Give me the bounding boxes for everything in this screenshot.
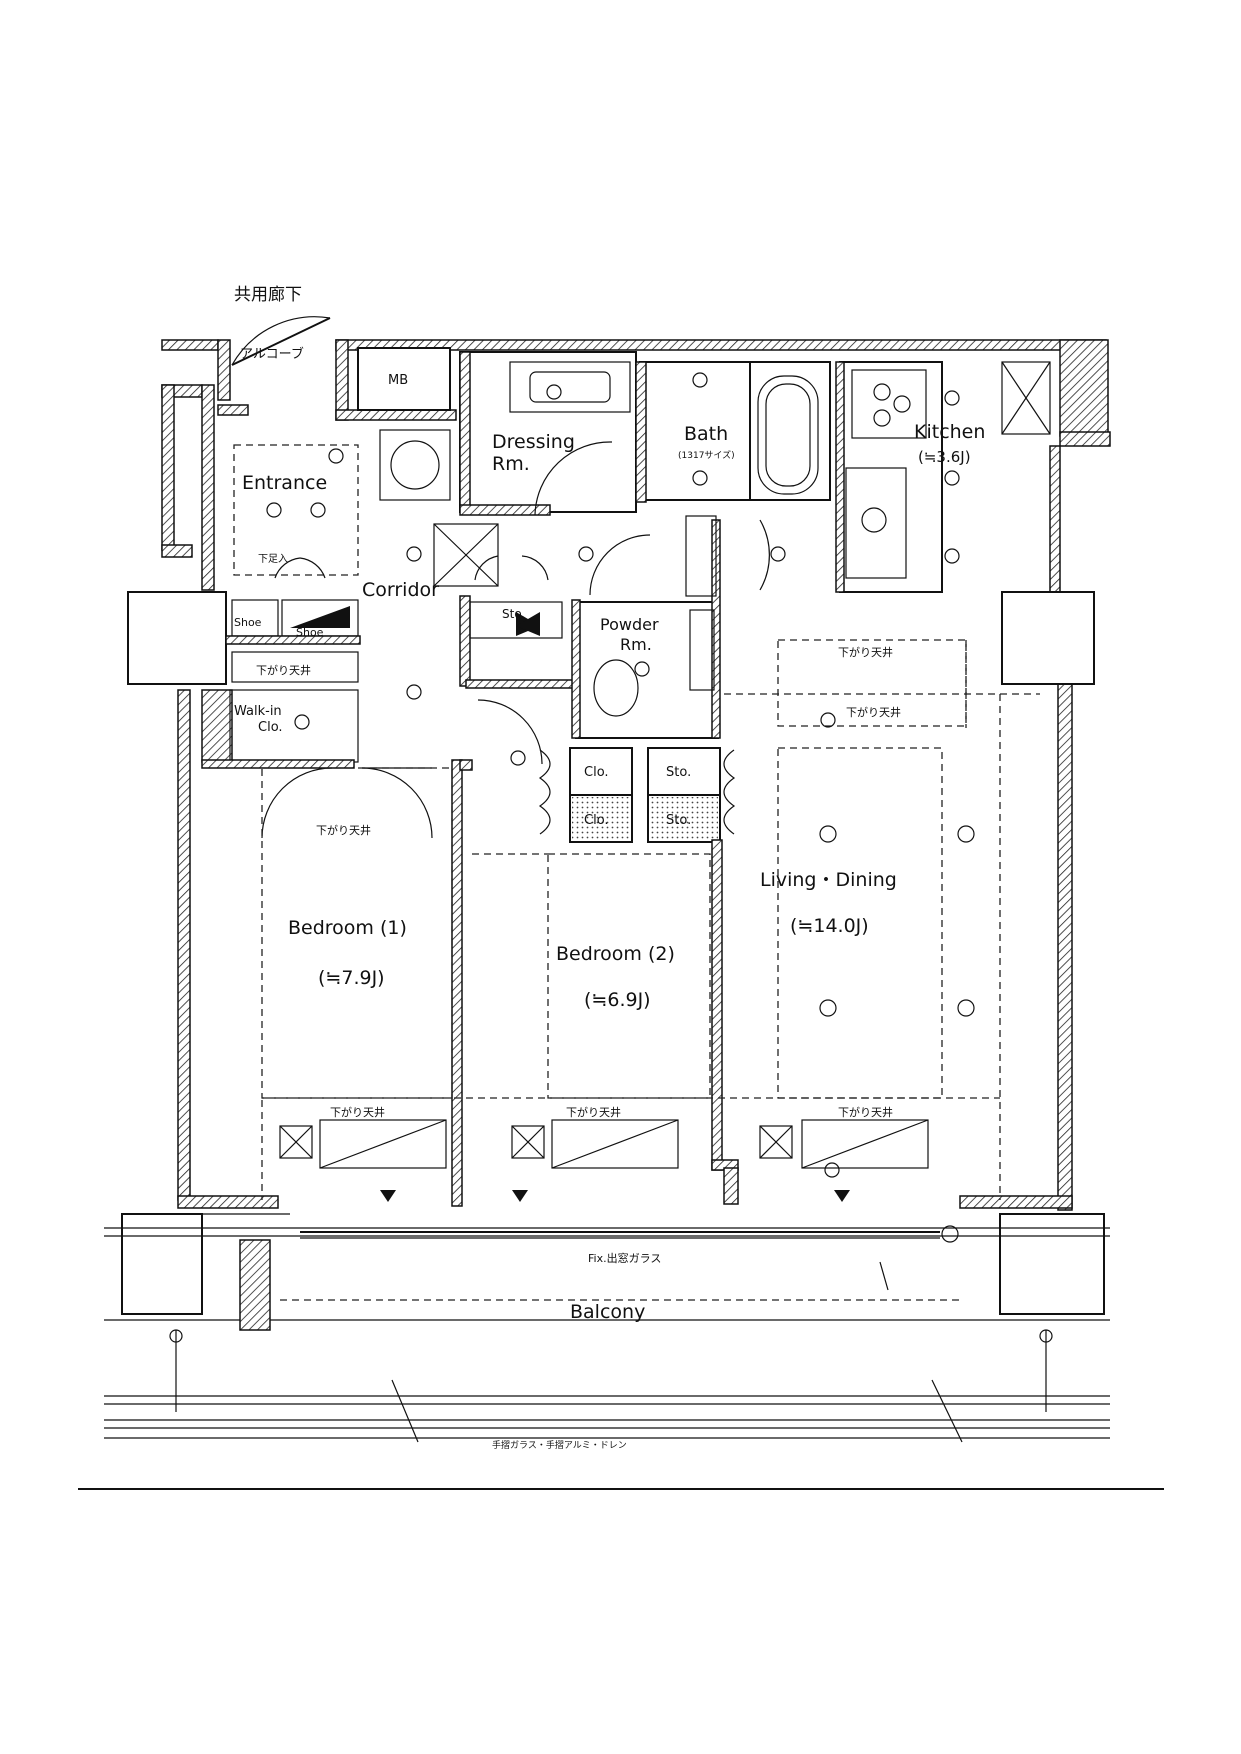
labels: 共用廊下 アルコーブ MB Entrance Dressing Rm. Bath… <box>234 285 985 1451</box>
bottom-note: 手摺ガラス・手摺アルミ・ドレン <box>492 1439 627 1451</box>
clo1-label: Clo. <box>584 765 609 780</box>
kitchen-area-label: (≒3.6J) <box>918 448 971 466</box>
kitchen-label: Kitchen <box>914 421 985 443</box>
bedroom1-label: Bedroom (1) <box>288 917 407 939</box>
clo2-label: Clo. <box>584 813 609 828</box>
ceiling-note-2: 下がり天井 <box>566 1105 621 1119</box>
shoe-storage-note: 下足入 <box>258 553 288 565</box>
sto-label: Sto. <box>502 607 525 621</box>
bedroom2-area: (≒6.9J) <box>584 989 651 1011</box>
dressing-label: Dressing <box>492 431 575 453</box>
shoe-label-2: Shoe <box>296 626 324 639</box>
shoe-label-1: Shoe <box>234 616 262 629</box>
ceiling-note-4: 下がり天井 <box>838 645 893 659</box>
alcove-label: アルコーブ <box>240 346 304 362</box>
top-label: 共用廊下 <box>234 285 302 305</box>
living-label: Living・Dining <box>760 869 897 891</box>
bedroom1-area: (≒7.9J) <box>318 967 385 989</box>
ceiling-note-6: 下がり天井 <box>316 823 371 837</box>
corridor-label: Corridor <box>362 579 439 601</box>
bottom-divider <box>78 1488 1164 1490</box>
walkin-label-2: Clo. <box>258 720 283 735</box>
ceiling-note-1: 下がり天井 <box>330 1105 385 1119</box>
ceiling-note-5: 下がり天井 <box>846 705 901 719</box>
bath-size-label: (1317サイズ) <box>678 449 735 461</box>
light-symbols <box>266 372 975 1178</box>
mb-label: MB <box>388 373 408 388</box>
fix-glass-note: Fix.出窓ガラス <box>588 1251 661 1265</box>
bedroom2-label: Bedroom (2) <box>556 943 675 965</box>
bath-label: Bath <box>684 423 728 445</box>
powder-label: Powder <box>600 615 659 634</box>
dressing-label-2: Rm. <box>492 453 530 475</box>
ac-units <box>279 1119 929 1169</box>
balcony <box>104 1190 1110 1443</box>
walkin-label: Walk-in <box>234 704 282 719</box>
walkin-ceiling-note: 下がり天井 <box>256 663 311 677</box>
entrance-label: Entrance <box>242 472 327 494</box>
powder-label-2: Rm. <box>620 635 652 654</box>
ceiling-note-3: 下がり天井 <box>838 1105 893 1119</box>
sto2-label: Sto. <box>666 813 691 828</box>
exterior-walls <box>121 339 1111 1315</box>
living-area: (≒14.0J) <box>790 915 869 937</box>
interior-walls <box>201 316 1051 1207</box>
ceiling-outlines <box>261 639 1040 1301</box>
sto1-label: Sto. <box>666 765 691 780</box>
balcony-label: Balcony <box>570 1301 645 1323</box>
